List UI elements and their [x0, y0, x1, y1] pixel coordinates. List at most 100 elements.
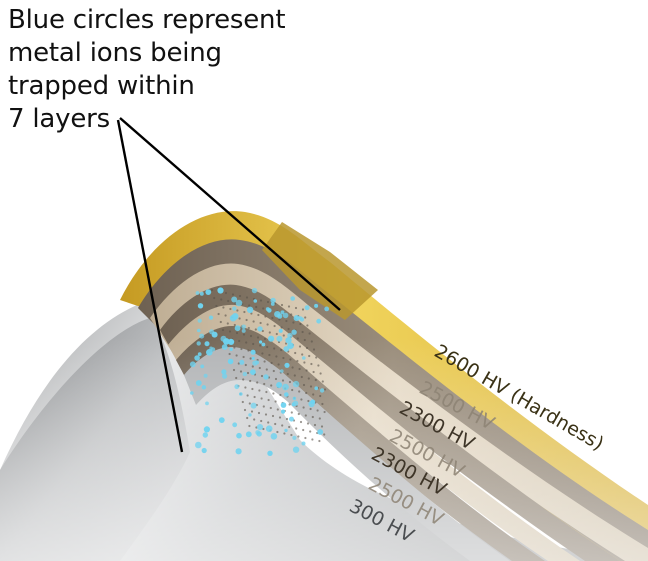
matrix-dot: [321, 380, 324, 383]
ion-dot: [257, 326, 263, 332]
ion-dot: [245, 431, 252, 438]
matrix-dot: [249, 379, 252, 383]
matrix-dot: [233, 346, 236, 349]
matrix-dot: [257, 313, 260, 317]
matrix-dot: [318, 417, 321, 420]
matrix-dot: [259, 299, 263, 302]
matrix-dot: [281, 379, 285, 382]
matrix-dot: [221, 328, 225, 332]
matrix-dot: [245, 296, 249, 299]
ion-dot: [282, 383, 289, 391]
ion-dot: [317, 429, 324, 435]
matrix-dot: [318, 439, 321, 443]
matrix-dot: [301, 353, 304, 356]
ion-dot: [261, 342, 266, 347]
matrix-dot: [245, 318, 248, 322]
matrix-dot: [259, 321, 262, 325]
matrix-dot: [244, 386, 247, 389]
matrix-dot: [242, 378, 245, 381]
matrix-dot: [298, 367, 301, 371]
matrix-dot: [275, 355, 278, 358]
ion-dot: [201, 385, 207, 390]
ion-dot: [197, 352, 202, 357]
matrix-dot: [265, 390, 268, 394]
matrix-dot: [255, 305, 258, 309]
matrix-dot: [258, 366, 261, 370]
matrix-dot: [260, 419, 263, 423]
matrix-dot: [224, 314, 227, 317]
matrix-dot: [307, 377, 310, 380]
matrix-dot: [310, 340, 313, 343]
matrix-dot: [314, 378, 317, 382]
matrix-dot: [285, 417, 289, 421]
matrix-dot: [272, 369, 275, 373]
matrix-dot: [312, 393, 315, 396]
matrix-dot: [301, 308, 305, 311]
matrix-dot: [276, 430, 279, 434]
ion-dot: [291, 329, 297, 335]
ion-dot: [228, 338, 235, 345]
ion-dot: [256, 424, 264, 431]
matrix-dot: [253, 395, 256, 399]
matrix-dot: [278, 416, 282, 419]
ion-dot: [246, 306, 254, 313]
matrix-dot: [290, 411, 293, 414]
ion-dot: [289, 416, 294, 422]
ion-dot: [292, 400, 299, 406]
ion-dot: [231, 313, 239, 320]
matrix-dot: [243, 408, 247, 412]
ion-dot: [231, 296, 238, 303]
matrix-dot: [261, 329, 264, 333]
matrix-dot: [268, 331, 271, 334]
matrix-dot: [302, 428, 305, 432]
ion-dot: [304, 305, 310, 311]
ion-dot: [314, 386, 319, 391]
ion-dot: [248, 413, 252, 417]
matrix-dot: [299, 322, 302, 326]
ion-dot: [283, 346, 290, 352]
matrix-dot: [235, 376, 238, 380]
ion-dot: [290, 296, 296, 301]
matrix-dot: [299, 420, 303, 424]
matrix-dot: [262, 405, 265, 408]
matrix-dot: [245, 341, 248, 344]
matrix-dot: [256, 336, 260, 339]
pointer-line-left: [116, 119, 184, 453]
ion-dot: [208, 315, 214, 320]
matrix-dot: [250, 410, 254, 413]
matrix-dot: [285, 319, 288, 323]
matrix-dot: [247, 326, 250, 330]
ion-dot: [205, 401, 209, 406]
matrix-dot: [287, 327, 290, 331]
ion-dot: [234, 325, 241, 332]
ion-dot: [287, 332, 293, 339]
matrix-dot: [263, 337, 267, 341]
matrix-dot: [305, 391, 308, 395]
matrix-dot: [267, 421, 270, 424]
matrix-dot: [263, 382, 266, 386]
matrix-dot: [323, 410, 326, 414]
matrix-dot: [283, 432, 286, 435]
matrix-dot: [232, 368, 236, 372]
matrix-dot: [278, 318, 281, 321]
ion-dot: [268, 335, 275, 342]
matrix-dot: [293, 374, 296, 377]
caption-line-3: trapped within: [8, 71, 195, 101]
matrix-dot: [281, 424, 284, 427]
ion-dot: [314, 303, 319, 308]
caption-line-4: 7 layers: [8, 104, 110, 134]
ion-dot: [292, 435, 297, 440]
matrix-dot: [237, 362, 240, 365]
matrix-dot: [270, 361, 273, 365]
ion-dot: [201, 447, 207, 454]
matrix-dot: [236, 309, 239, 312]
matrix-dot: [220, 298, 223, 301]
ion-dot: [270, 433, 278, 440]
matrix-dot: [256, 381, 259, 384]
ion-dot: [221, 344, 228, 350]
matrix-dot: [300, 375, 303, 379]
ion-dot: [189, 361, 196, 368]
matrix-dot: [280, 348, 283, 352]
ion-dot: [199, 291, 204, 296]
